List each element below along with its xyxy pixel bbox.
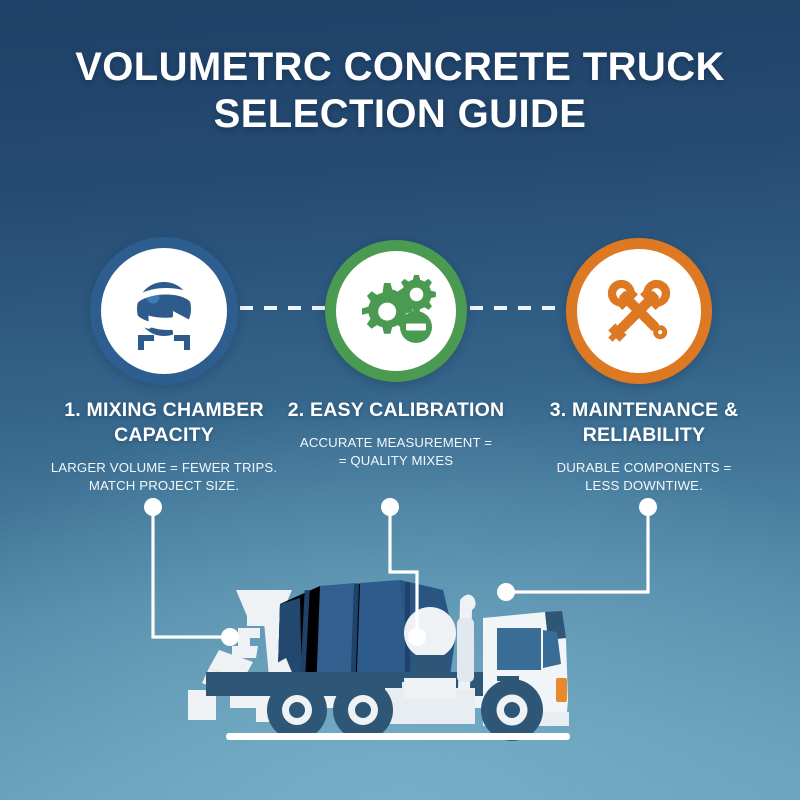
step-2-subtext-line-1: ACCURATE MEASUREMENT = [299, 434, 493, 450]
gears-settings-icon [348, 263, 444, 359]
step-3-text: 3. MAINTENANCE & RELIABILITY DURABLE COM… [504, 398, 784, 495]
dashed-connector-1-2 [240, 306, 326, 310]
step-3-subtext-line-1: DURABLE COMPONENTS = [556, 459, 732, 475]
step-3-subtext-line-2: LESS DOWNTIWE. [585, 478, 703, 494]
step-2-text: 2. EASY CALIBRATION ACCURATE MEASUREMENT… [276, 398, 516, 470]
step-2-icon-badge[interactable] [325, 240, 467, 382]
step-1-subtext: LARGER VOLUME = FEWER TRIPS. MATCH PROJE… [24, 459, 304, 495]
step-3-heading: 3. MAINTENANCE & RELIABILITY [549, 399, 739, 446]
crossed-wrench-screwdriver-icon [591, 263, 687, 359]
page-title: VOLUMETRC CONCRETE TRUCK SELECTION GUIDE [0, 44, 800, 138]
step-3-icon-badge[interactable] [566, 238, 712, 384]
step-2-heading: 2. EASY CALIBRATION [287, 399, 505, 421]
page-title-line-2: SELECTION GUIDE [213, 92, 587, 137]
step-2-subtext: ACCURATE MEASUREMENT = = QUALITY MIXES [276, 434, 516, 470]
step-1-icon-badge[interactable] [90, 237, 238, 385]
ground-line [226, 733, 570, 740]
truck-exhaust-stack [457, 594, 476, 690]
page-title-line-1: VOLUMETRC CONCRETE TRUCK [75, 45, 725, 89]
step-3-subtext: DURABLE COMPONENTS = LESS DOWNTIWE. [504, 459, 784, 495]
truck-indicator-light [556, 678, 567, 702]
step-2-subtext-line-2: = QUALITY MIXES [338, 453, 454, 469]
step-1-heading: 1. MIXING CHAMBER CAPACITY [64, 399, 264, 446]
step-1-subtext-line-2: MATCH PROJECT SIZE. [88, 478, 240, 494]
truck-wheels [267, 679, 543, 741]
dashed-connector-2-3 [470, 306, 564, 310]
step-1-subtext-line-1: LARGER VOLUME = FEWER TRIPS. [50, 459, 278, 475]
step-1-text: 1. MIXING CHAMBER CAPACITY LARGER VOLUME… [24, 398, 304, 495]
rotating-mixer-drum-icon [114, 261, 214, 361]
